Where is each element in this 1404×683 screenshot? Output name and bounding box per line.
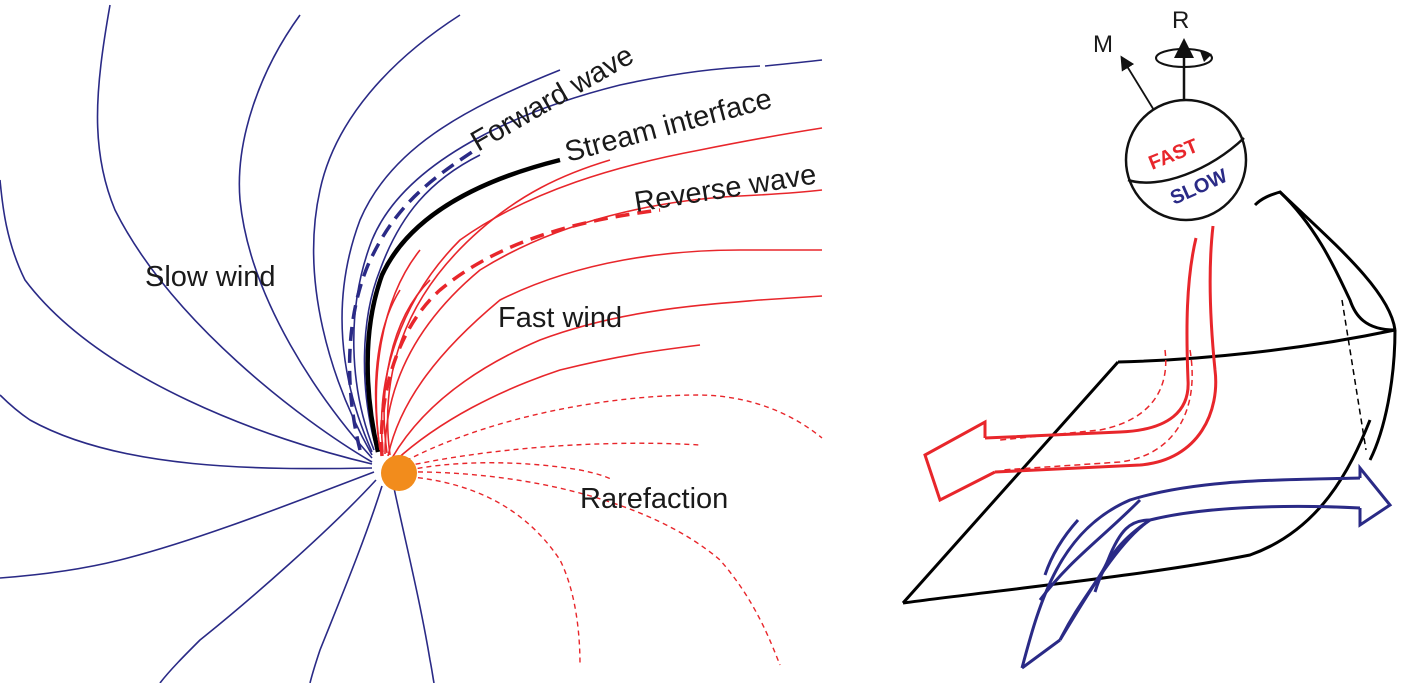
current-sheet-bottom-edge [902, 419, 1372, 605]
slow-wind-field-lines [0, 4, 823, 683]
fast-arrow-shaft-outer [984, 237, 1198, 440]
slow-arrow-head [1358, 463, 1393, 528]
heliospheric-current-sheet-panel: M R FAST SLOW [901, 7, 1397, 670]
slow-field-line [238, 14, 373, 459]
slow-field-line [0, 471, 375, 579]
rarefaction-line [397, 394, 823, 466]
rarefaction-label: Rarefaction [580, 483, 728, 515]
slow-field-line [312, 14, 461, 456]
slow-field-line [352, 65, 761, 451]
fast-field-line [383, 279, 431, 454]
current-sheet-top-edge [1253, 190, 1397, 331]
reverse-wave-label: Reverse wave [632, 159, 818, 219]
slow-arrow-shaft-inner [1058, 504, 1361, 641]
fast-field-line [391, 295, 823, 459]
rarefaction-line [397, 442, 701, 469]
r-axis-label: R [1172, 7, 1189, 34]
m-axis-label: M [1093, 31, 1113, 58]
slow-field-line [764, 59, 823, 67]
fast-field-line [387, 249, 822, 457]
fast-field-line [386, 159, 611, 456]
rotation-indicator [1155, 48, 1213, 68]
slow-arrow-twist [1038, 498, 1142, 601]
slow-field-line [393, 487, 435, 683]
fast-field-line [394, 344, 701, 462]
sun-disk [381, 455, 417, 491]
fast-field-line [380, 127, 823, 453]
current-sheet-hidden-edge [1341, 299, 1367, 451]
slow-arrow-shaft-outer [1020, 476, 1361, 669]
slow-field-line [159, 479, 377, 683]
fast-wind-label: Fast wind [498, 302, 622, 334]
forward-wave-line [347, 148, 476, 451]
fast-wind-field-lines [374, 127, 823, 462]
current-sheet [901, 190, 1397, 605]
current-sheet-upper-edge [1117, 328, 1396, 364]
rarefaction-line [399, 462, 613, 481]
slow-field-line [309, 485, 383, 683]
slow-arrow-left-edge [1043, 518, 1080, 576]
rarefaction-field-lines [397, 394, 823, 666]
rarefaction-line [399, 471, 781, 666]
current-sheet-left-fold [1278, 190, 1396, 332]
slow-stream-arrow [1020, 463, 1393, 670]
fast-arrow-hidden-part [1001, 349, 1193, 471]
stream-interface-line [365, 157, 561, 453]
current-sheet-right-edge [1368, 329, 1397, 461]
fast-arrow-head [923, 419, 996, 503]
reverse-wave-line [379, 208, 661, 457]
slow-wind-label: Slow wind [145, 261, 276, 293]
fast-field-line [374, 289, 401, 451]
rotation-arrow-icon [1200, 51, 1212, 62]
fast-arrow-shaft-inner [994, 225, 1218, 474]
fast-arrow-hidden-part [999, 349, 1167, 441]
fast-field-line [384, 189, 823, 455]
slow-field-line [363, 154, 481, 449]
slow-arrow-tail [1021, 638, 1061, 670]
sun-sphere [1124, 98, 1248, 222]
fast-stream-arrow [923, 225, 1218, 503]
slow-arrow-twist [1093, 518, 1151, 593]
stream-interaction-panel: Forward wave Stream interface Reverse wa… [0, 4, 823, 683]
current-sheet-left-edge [901, 361, 1120, 604]
slow-field-line [0, 394, 373, 470]
slow-field-line [0, 179, 373, 465]
sun-sphere-neutral-line [1127, 137, 1245, 184]
rarefaction-line [399, 475, 581, 666]
slow-field-line [96, 4, 373, 463]
slow-arrow-lower-loop [1058, 518, 1151, 641]
